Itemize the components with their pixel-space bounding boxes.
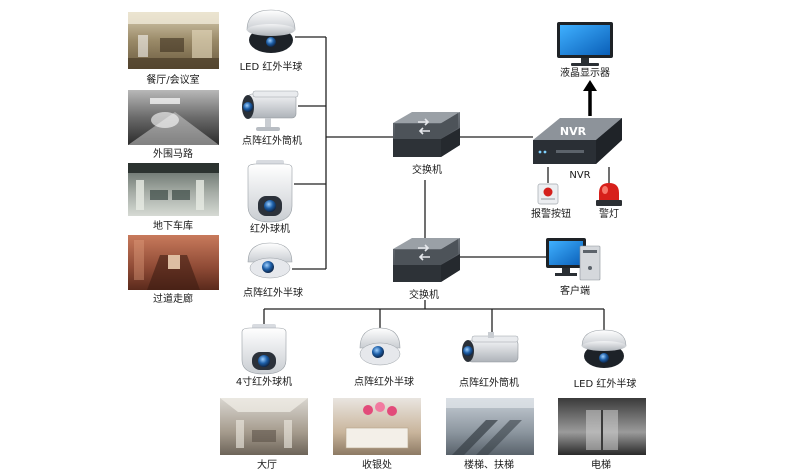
label-perimeter-road: 外围马路	[153, 147, 193, 160]
monitor	[557, 22, 613, 66]
alarm-light	[596, 183, 622, 206]
photo-corridor	[128, 235, 219, 290]
label-dot-ir-dome-left: 点阵红外半球	[243, 286, 303, 299]
label-underground-garage: 地下车库	[153, 219, 193, 232]
label-alarm-light: 警灯	[599, 207, 619, 220]
photo-perimeter-road	[128, 90, 219, 145]
label-ir-speed-dome-4in: 4寸红外球机	[236, 375, 292, 388]
label-client: 客户端	[560, 284, 590, 297]
label-monitor: 液晶显示器	[560, 66, 610, 79]
label-switch-bottom: 交换机	[409, 288, 439, 301]
photo-underground-garage	[128, 163, 219, 216]
photo-restaurant	[128, 12, 219, 69]
network-switch-bottom	[393, 238, 460, 282]
arrow-head-up	[583, 80, 597, 91]
label-led-ir-dome-left: LED 红外半球	[240, 60, 303, 73]
ir-speed-dome-4in-camera	[241, 324, 287, 375]
network-switch-top	[393, 112, 460, 157]
label-nvr: NVR	[569, 170, 590, 181]
client-workstation	[546, 238, 601, 281]
nvr-recorder: NVR	[533, 118, 622, 164]
nvr-badge: NVR	[560, 125, 587, 138]
ir-speed-dome-camera-left	[247, 160, 293, 223]
dot-ir-dome-camera-left	[247, 242, 293, 279]
photo-cashier	[333, 398, 421, 455]
photo-lobby	[220, 398, 308, 455]
alarm-button	[537, 183, 559, 205]
dot-ir-dome-camera-bottom	[359, 327, 401, 366]
led-ir-dome-camera-bottom	[581, 329, 627, 368]
label-ir-speed-dome-left: 红外球机	[250, 222, 290, 235]
wires	[263, 36, 610, 333]
photo-stairs-escalator	[446, 398, 534, 455]
label-lobby: 大厅	[257, 458, 277, 471]
label-cashier: 收银处	[362, 458, 392, 471]
dot-ir-bullet-camera-bottom	[462, 332, 519, 363]
label-stairs-escalator: 楼梯、扶梯	[464, 458, 514, 471]
led-ir-dome-camera-left	[246, 9, 296, 53]
label-elevator: 电梯	[591, 458, 611, 471]
label-alarm-button-text: 报警按钮	[531, 207, 571, 220]
label-dot-ir-bullet-left: 点阵红外筒机	[242, 134, 302, 147]
dot-ir-bullet-camera-left	[242, 90, 299, 131]
label-switch-top: 交换机	[412, 163, 442, 176]
label-dot-ir-dome-bottom: 点阵红外半球	[354, 375, 414, 388]
label-led-ir-dome-bottom: LED 红外半球	[574, 377, 637, 390]
label-dot-ir-bullet-bottom: 点阵红外筒机	[459, 376, 519, 389]
photo-elevator	[558, 398, 646, 455]
label-corridor: 过道走廊	[153, 292, 193, 305]
label-restaurant: 餐厅/会议室	[146, 73, 199, 86]
